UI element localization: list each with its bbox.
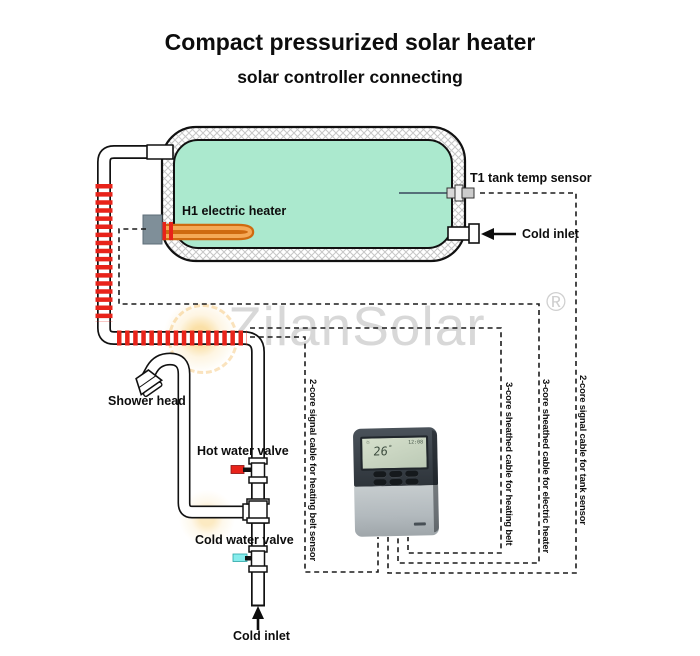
label-hot-water-valve: Hot water valve [197,444,289,458]
cables-dashed [118,192,577,574]
solar-controller: ☼ 12:08 26° [352,427,440,537]
lcd-temperature: 26° [372,444,393,459]
cable-electric-heater [118,228,540,564]
heating-belt [95,184,247,346]
tank-temp-sensor [399,184,475,202]
label-cold-inlet-bottom: Cold inlet [233,629,290,643]
electric-heater [142,214,255,245]
label-cold-water-valve: Cold water valve [195,533,294,547]
controller-button[interactable] [405,470,419,477]
lcd-sun-icon: ☼ [365,439,371,446]
hot-water-valve [230,457,268,484]
cable-heating-belt [250,327,502,554]
shower-pipe [141,352,256,519]
arrows [252,228,516,630]
controller-button[interactable] [389,470,403,478]
tee-fitting [242,498,270,524]
cable-label-heating-belt: 3-core sheathed cable for heating belt [503,382,514,546]
label-shower-head: Shower head [108,394,186,408]
controller-button[interactable] [389,478,403,486]
controller-button[interactable] [373,479,387,486]
shower-head [135,369,164,398]
label-tank-sensor: T1 tank temp sensor [470,171,592,185]
controller-button[interactable] [405,478,419,485]
lcd-time: 12:08 [408,439,424,446]
page-title: Compact pressurized solar heater [164,29,536,55]
label-cold-inlet-top: Cold inlet [522,227,579,241]
page-subtitle: solar controller connecting [237,67,463,87]
label-electric-heater: H1 electric heater [182,204,287,218]
cold-water-valve [232,545,268,573]
cable-label-tank-sensor: 2-core signal cable for tank sensor [577,375,588,525]
cold-inlet-stub [447,223,480,244]
pipes [97,144,265,607]
controller-lcd: ☼ 12:08 26° [360,435,429,471]
controller-button[interactable] [373,471,387,478]
cable-tank-sensor [387,192,577,574]
cable-label-electric-heater: 3-core sheathed cable for electric heate… [540,379,551,553]
cable-belt-sensor [250,336,379,573]
registered-mark: ® [546,287,566,317]
controller-buttons [373,470,419,486]
controller-lower-panel [354,485,440,537]
controller-brand-mark [413,521,426,526]
cable-label-belt-sensor: 2-core signal cable for heating belt sen… [307,379,318,561]
brand-watermark: ZilanSolar [228,295,486,357]
